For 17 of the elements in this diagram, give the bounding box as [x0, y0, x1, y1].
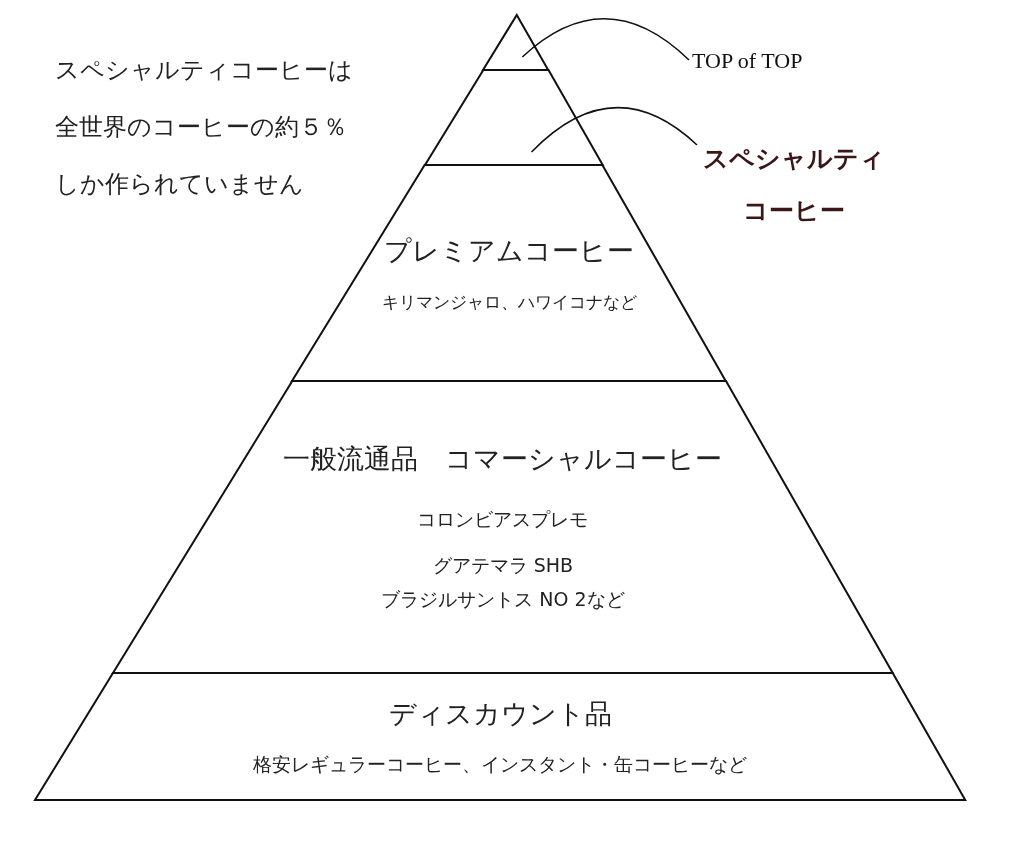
leader-line [530, 106, 698, 153]
example-text: グアテマラ SHB [432, 553, 574, 578]
tier-heading: プレミアムコーヒー [384, 233, 635, 268]
example-text: コロンビアスプレモ [417, 507, 589, 532]
callout-text: TOP of TOP [692, 48, 803, 74]
pyramid-tier [483, 15, 549, 70]
tier-heading: ディスカウント品 [388, 696, 612, 731]
pyramid-tier [424, 70, 603, 165]
note-text: スペシャルティコーヒーは全世界のコーヒーの約５％しか作られていません [55, 55, 354, 200]
example-text: ブラジルサントス NO 2など [381, 587, 625, 612]
callout-text: スペシャルティコーヒー [700, 133, 888, 237]
tier-heading: 一般流通品 コマーシャルコーヒー [283, 442, 723, 476]
example-text: 格安レギュラーコーヒー、インスタント・缶コーヒーなど [253, 751, 748, 777]
pyramid-tier [35, 673, 966, 800]
leader-line [521, 17, 690, 61]
pyramid-tier [113, 381, 893, 673]
example-text: キリマンジャロ、ハワイコナなど [381, 290, 637, 314]
